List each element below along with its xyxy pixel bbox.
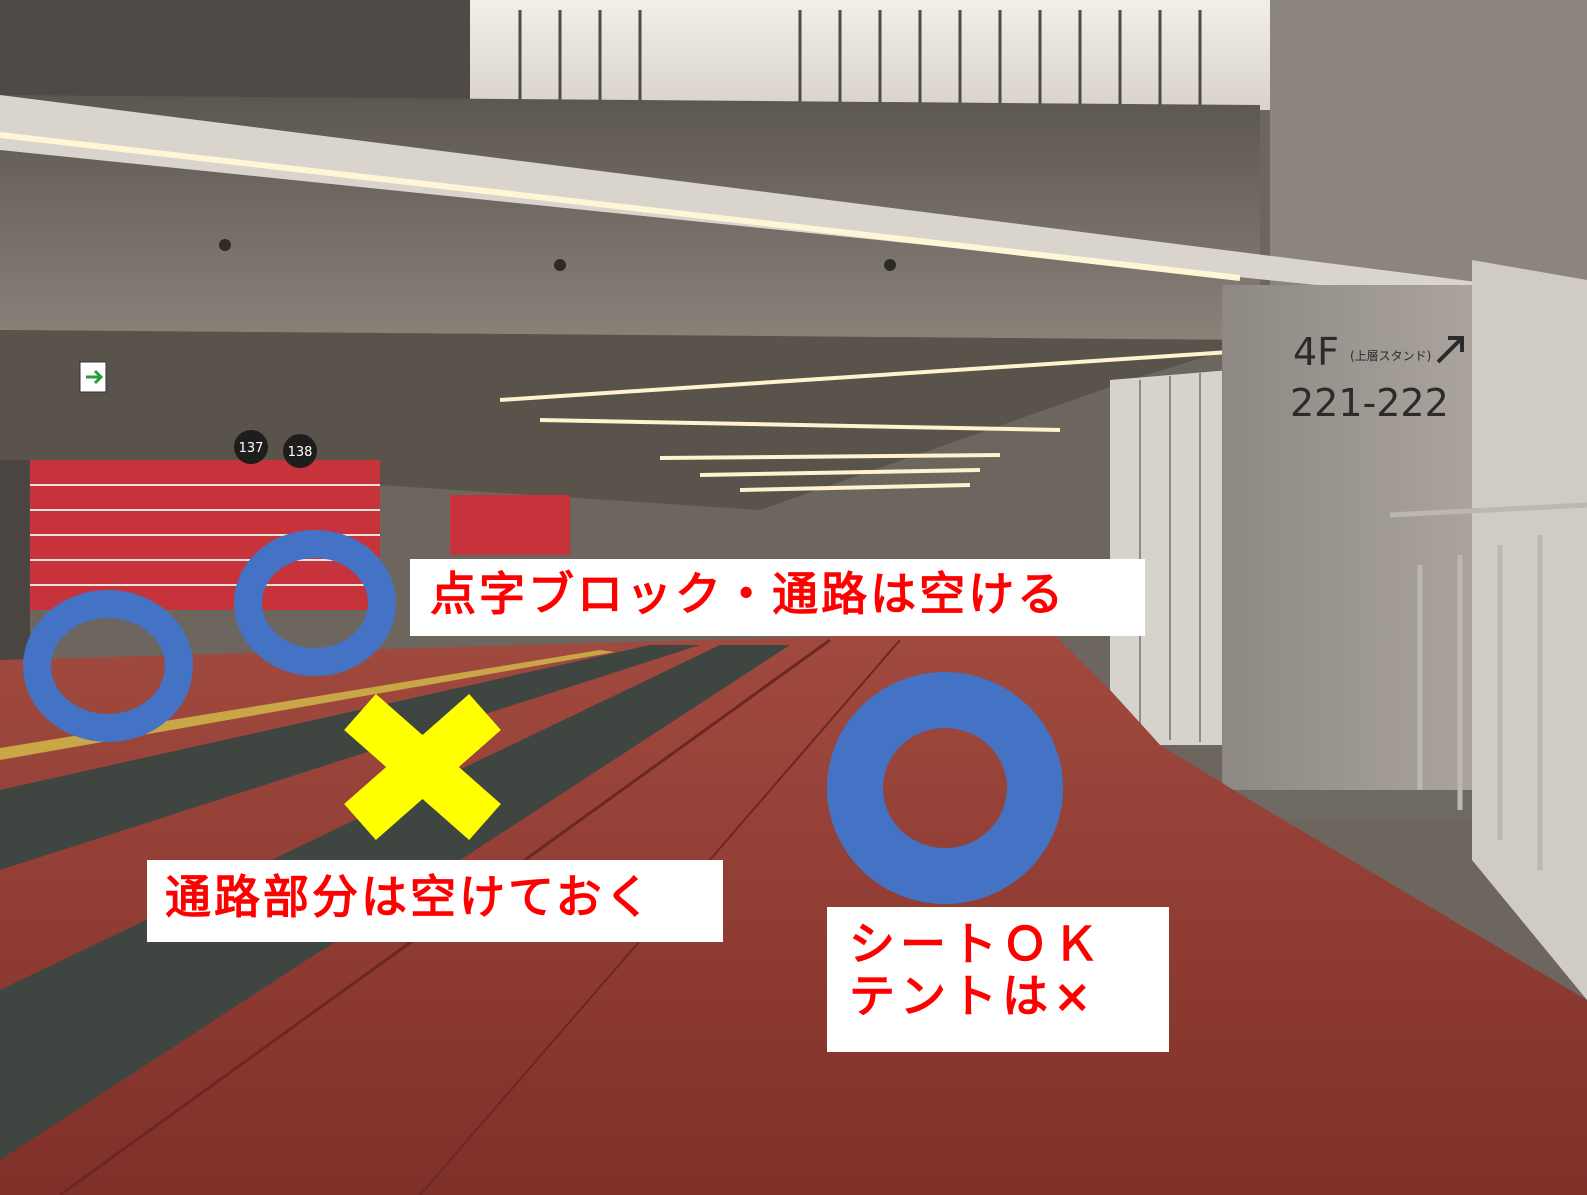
upper-railing [518,10,1202,108]
braille-tactile-blocks [0,650,615,760]
ok-ring-marker-2 [234,530,396,676]
receding-lights [499,350,1231,492]
svg-text:138: 138 [288,445,313,460]
passage-label-text: 通路部分は空けておく [165,870,654,924]
concrete-pillar [1222,285,1472,820]
sheet-tent-label: シートＯＫ テントは× [827,907,1169,1052]
braille-block-label: 点字ブロック・通路は空ける [410,559,1145,636]
gate-number-137: 137 [234,430,268,464]
svg-text:4F: 4F [1293,330,1339,374]
upper-level-window [470,0,1270,110]
sheet-ok-text: シートＯＫ [849,917,1104,971]
gate-number-138: 138 [283,434,317,468]
ok-ring-marker-1 [23,590,193,742]
block-sign: 4F (上層スタンド) 221-222 [1290,330,1464,425]
tent-ng-text: テントは× [849,968,1097,1023]
passage-label: 通路部分は空けておく [147,860,723,942]
svg-text:137: 137 [239,441,264,456]
floor-lane-gray-1 [0,645,700,870]
ok-ring-marker-3 [827,672,1063,904]
braille-block-label-text: 点字ブロック・通路は空ける [430,567,1067,621]
svg-text:(上層スタンド): (上層スタンド) [1350,349,1431,363]
svg-text:221-222: 221-222 [1290,381,1449,425]
ng-cross-marker [344,693,501,841]
right-railing [1389,502,1587,870]
ceiling-light-strip [0,132,1241,281]
